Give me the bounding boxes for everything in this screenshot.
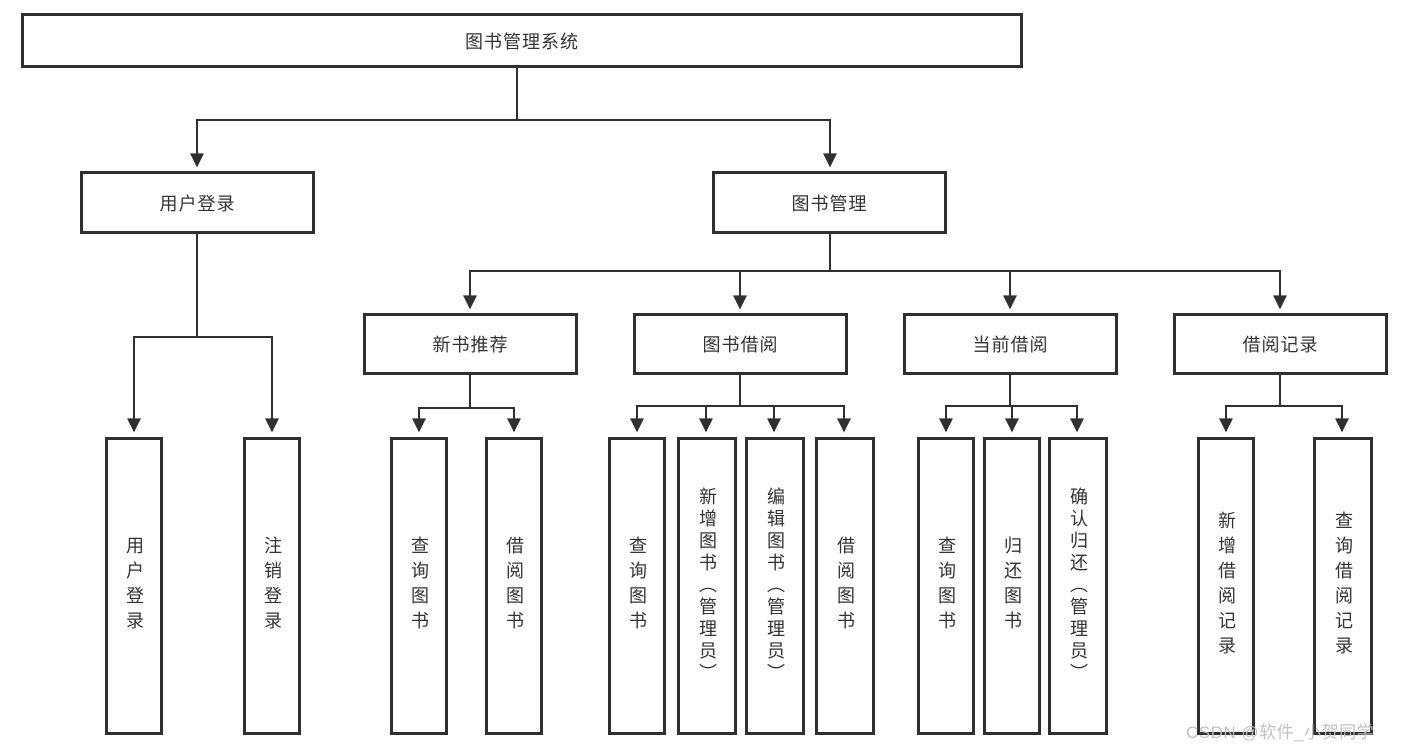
leaf-query-books-current: 查询图书	[917, 437, 975, 735]
leaf-edit-books-admin-label: 编辑图书（管理员）	[765, 487, 785, 685]
leaf-query-books-borrow: 查询图书	[608, 437, 666, 735]
leaf-user-login: 用户登录	[105, 437, 163, 735]
leaf-add-books-admin: 新增图书（管理员）	[677, 437, 737, 735]
leaf-query-borrow-record: 查询借阅记录	[1313, 437, 1373, 735]
leaf-query-books-recommend-label: 查询图书	[409, 536, 429, 636]
csdn-watermark: CSDN @软件_小贺同学	[1186, 723, 1375, 742]
leaf-add-borrow-record: 新增借阅记录	[1197, 437, 1255, 735]
leaf-add-books-admin-label: 新增图书（管理员）	[697, 487, 717, 685]
leaf-confirm-return-admin: 确认归还（管理员）	[1048, 437, 1108, 735]
leaf-confirm-return-admin-label: 确认归还（管理员）	[1068, 487, 1088, 685]
node-new-book-recommend: 新书推荐	[363, 313, 578, 375]
leaf-query-books-borrow-label: 查询图书	[627, 536, 647, 636]
leaf-logout: 注销登录	[243, 437, 301, 735]
leaf-query-books-current-label: 查询图书	[936, 536, 956, 636]
leaf-borrow-books-recommend-label: 借阅图书	[504, 536, 524, 636]
leaf-return-books-label: 归还图书	[1002, 536, 1022, 636]
leaf-logout-label: 注销登录	[262, 536, 282, 636]
node-current-borrow: 当前借阅	[903, 313, 1118, 375]
leaf-add-borrow-record-label: 新增借阅记录	[1216, 511, 1236, 661]
leaf-borrow-books-label: 借阅图书	[835, 536, 855, 636]
leaf-borrow-books-recommend: 借阅图书	[485, 437, 543, 735]
leaf-edit-books-admin: 编辑图书（管理员）	[745, 437, 805, 735]
leaf-query-borrow-record-label: 查询借阅记录	[1333, 511, 1353, 661]
node-borrow-records: 借阅记录	[1173, 313, 1388, 375]
leaf-return-books: 归还图书	[983, 437, 1041, 735]
node-library-system: 图书管理系统	[21, 13, 1023, 68]
node-user-login: 用户登录	[80, 171, 315, 234]
leaf-borrow-books: 借阅图书	[815, 437, 875, 735]
leaf-query-books-recommend: 查询图书	[390, 437, 448, 735]
leaf-user-login-label: 用户登录	[124, 536, 144, 636]
node-book-management: 图书管理	[712, 171, 947, 234]
node-book-borrow: 图书借阅	[633, 313, 848, 375]
